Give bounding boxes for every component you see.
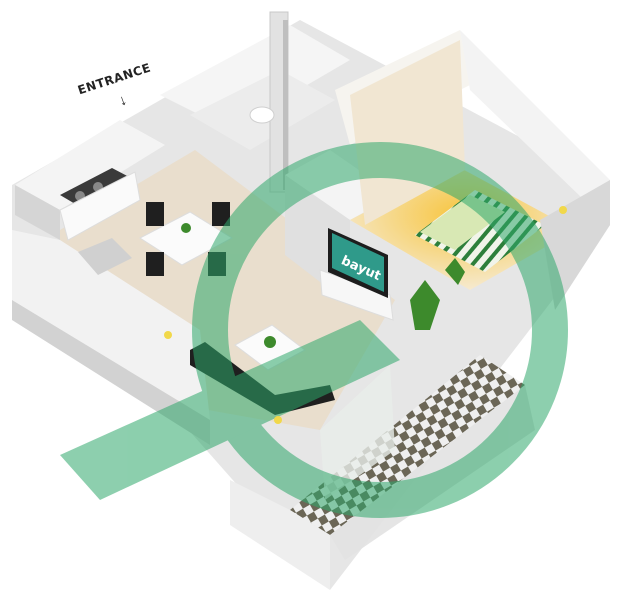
ceiling-light — [164, 331, 172, 339]
bathroom-wall — [160, 25, 350, 130]
left-wall — [12, 230, 210, 420]
kitchen-wall-side — [15, 185, 60, 240]
bayut-logo-watermark — [60, 142, 568, 518]
ceiling-light — [274, 416, 282, 424]
dining-chair — [146, 252, 164, 276]
plant-icon — [410, 280, 440, 330]
fridge — [78, 238, 132, 275]
table-plant-icon — [181, 223, 191, 233]
balcony-wall — [230, 480, 330, 590]
balcony-glass — [320, 365, 395, 500]
plant-icon — [445, 258, 465, 285]
coffee-table-plant-icon — [264, 336, 276, 348]
right-wall — [460, 30, 610, 225]
kitchen-counter — [59, 171, 141, 241]
tv: bayut — [328, 228, 388, 298]
left-wall-side — [12, 300, 210, 445]
toilet — [249, 106, 275, 124]
kitchen-wall — [15, 120, 165, 210]
ceiling-light — [559, 206, 567, 214]
dining-chair — [146, 202, 164, 226]
dining-chair — [212, 202, 230, 226]
